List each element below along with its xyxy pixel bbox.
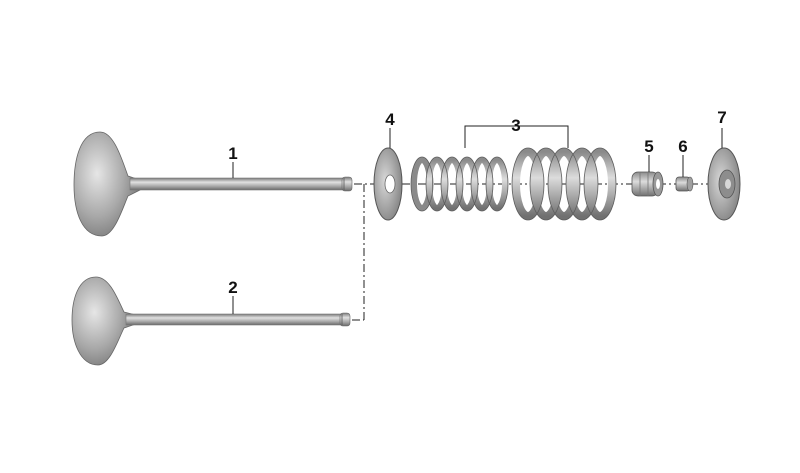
bracket-3 [464, 125, 569, 148]
callout-5: 5 [644, 137, 654, 156]
outer-valve-spring [512, 148, 616, 220]
callout-6: 6 [678, 137, 688, 156]
valve-1-stem [129, 177, 345, 191]
spring-seat-washer [373, 147, 403, 221]
valve-1-head [73, 131, 141, 237]
valve-1-tip [341, 176, 353, 192]
callout-4: 4 [385, 110, 395, 129]
valve-2-tip [339, 312, 351, 327]
valve-1 [73, 131, 353, 237]
valve-2-head [71, 276, 137, 366]
callout-3: 3 [511, 116, 521, 135]
valve-collet [675, 176, 694, 192]
spring-retainer [707, 147, 741, 221]
valve-2 [71, 276, 351, 366]
leader-lines [232, 125, 723, 314]
callout-1: 1 [228, 144, 238, 163]
valve-2-stem [125, 313, 343, 326]
callout-2: 2 [228, 278, 238, 297]
valve-stem-seal [631, 171, 664, 197]
inner-valve-spring [411, 157, 508, 211]
callout-7: 7 [717, 108, 727, 127]
